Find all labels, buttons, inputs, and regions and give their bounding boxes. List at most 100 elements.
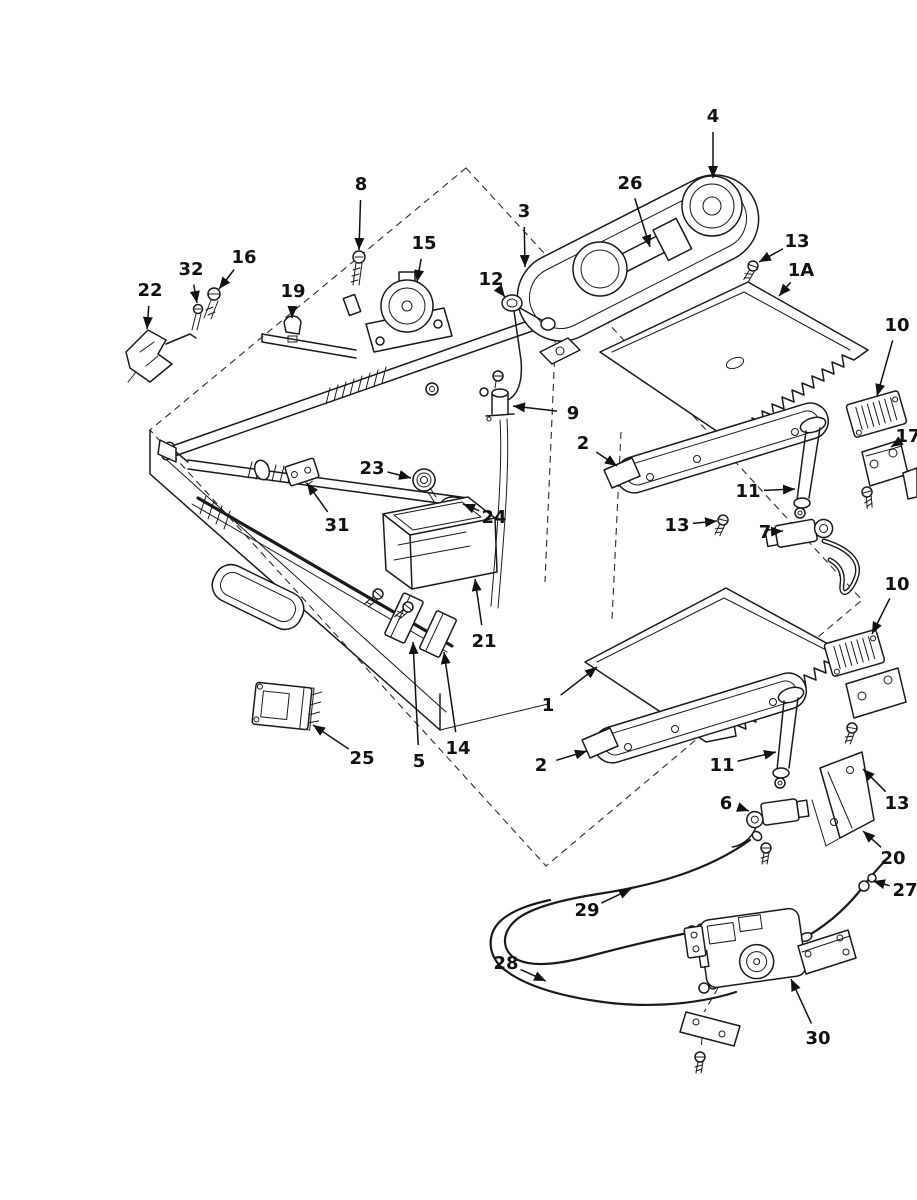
gas-valve-7 bbox=[764, 518, 834, 548]
screw-8 bbox=[350, 250, 366, 286]
callout-arrow-20 bbox=[862, 830, 882, 848]
callout-arrow-32 bbox=[189, 284, 200, 304]
callout-arrow-13 bbox=[692, 517, 718, 528]
callout-label-8: 8 bbox=[355, 174, 368, 195]
callout-label-1: 1 bbox=[542, 695, 555, 716]
callout-label-2: 2 bbox=[577, 433, 590, 454]
callout-arrow-3 bbox=[519, 226, 530, 268]
callout-arrow-26 bbox=[634, 198, 652, 248]
callout-arrow-10 bbox=[875, 340, 894, 397]
callout-arrow-31 bbox=[306, 482, 329, 513]
screw-32 bbox=[191, 303, 204, 331]
callout-arrow-28 bbox=[520, 968, 547, 982]
mounting-bracket-17 bbox=[860, 439, 917, 510]
callout-label-23: 23 bbox=[359, 458, 384, 479]
callout-label-4: 4 bbox=[707, 106, 720, 127]
gas-tubing bbox=[489, 830, 886, 1006]
callout-arrow-1A bbox=[778, 281, 792, 297]
callout-arrow-9 bbox=[512, 402, 558, 413]
callout-label-21: 21 bbox=[471, 631, 496, 652]
callout-arrow-29 bbox=[601, 888, 632, 904]
callout-arrow-2 bbox=[556, 749, 588, 762]
callout-arrow-15 bbox=[414, 258, 425, 283]
callout-label-28: 28 bbox=[493, 953, 518, 974]
callout-label-31: 31 bbox=[324, 515, 349, 536]
callout-label-11: 11 bbox=[735, 481, 760, 502]
callout-label-13: 13 bbox=[884, 793, 909, 814]
venturi-tube-lower-11 bbox=[772, 686, 805, 789]
callout-label-7: 7 bbox=[759, 522, 772, 543]
callout-label-13: 13 bbox=[784, 231, 809, 252]
support-plate-lower bbox=[843, 667, 907, 746]
bracket-22 bbox=[125, 329, 197, 383]
tube-27 bbox=[798, 860, 886, 942]
callout-label-10: 10 bbox=[884, 315, 909, 336]
screw-16 bbox=[203, 287, 221, 320]
callout-label-1A: 1A bbox=[788, 260, 815, 281]
callout-arrow-2 bbox=[595, 451, 618, 467]
callout-label-27: 27 bbox=[892, 880, 917, 901]
pressure-regulator-15 bbox=[342, 271, 453, 353]
callout-label-30: 30 bbox=[805, 1028, 830, 1049]
terminal-bracket-10-lower bbox=[823, 629, 886, 677]
callout-arrow-30 bbox=[790, 978, 813, 1024]
callout-arrow-13 bbox=[862, 768, 887, 793]
callout-label-15: 15 bbox=[411, 233, 436, 254]
callout-arrow-23 bbox=[387, 470, 412, 480]
tube-28 bbox=[489, 898, 738, 1006]
terminal-bracket-10-upper bbox=[845, 390, 908, 438]
callout-arrow-21 bbox=[471, 578, 483, 626]
callout-label-24: 24 bbox=[481, 507, 506, 528]
mounting-bracket-20 bbox=[811, 751, 875, 847]
callout-label-26: 26 bbox=[617, 173, 642, 194]
screw-13-upper bbox=[742, 258, 761, 284]
callout-arrow-1 bbox=[560, 666, 598, 696]
callout-label-29: 29 bbox=[574, 900, 599, 921]
callout-label-10: 10 bbox=[884, 574, 909, 595]
bake-burner-lower bbox=[581, 672, 810, 865]
gas-valve-6 bbox=[731, 798, 810, 848]
burner-inlet-12 bbox=[501, 294, 581, 401]
callout-arrow-14 bbox=[440, 651, 457, 733]
callout-label-11: 11 bbox=[709, 755, 734, 776]
callout-label-12: 12 bbox=[478, 269, 503, 290]
callout-label-17: 17 bbox=[895, 426, 917, 447]
callout-label-9: 9 bbox=[567, 403, 580, 424]
callout-label-22: 22 bbox=[137, 280, 162, 301]
igniter-9 bbox=[425, 370, 515, 609]
bracket-rail-19 bbox=[261, 315, 357, 359]
pressure-regulator-30 bbox=[679, 907, 857, 1074]
mounting-bracket-14 bbox=[419, 610, 457, 658]
callout-arrow-8 bbox=[354, 199, 365, 251]
burner-valve-31 bbox=[253, 457, 320, 491]
callout-layer: 4 8 26 3 15 13 1A 1 6 12 32 22 19 10 9 17 2 11 23 13 7 24 31 10… bbox=[137, 106, 917, 1049]
callout-label-3: 3 bbox=[518, 201, 531, 222]
callout-arrow-11 bbox=[737, 749, 777, 762]
tube-29 bbox=[503, 838, 752, 966]
bake-burner-upper bbox=[603, 402, 860, 595]
callout-label-32: 32 bbox=[178, 259, 203, 280]
callout-arrow-12 bbox=[493, 284, 506, 298]
callout-label-25: 25 bbox=[349, 748, 374, 769]
callout-arrow-11 bbox=[763, 484, 796, 495]
oven-switch-25 bbox=[251, 681, 323, 731]
callout-label-5: 5 bbox=[413, 751, 426, 772]
callout-label-20: 20 bbox=[880, 848, 905, 869]
callout-label-6: 6 bbox=[720, 793, 733, 814]
callout-arrow-6 bbox=[736, 802, 750, 812]
callout-arrow-22 bbox=[142, 305, 153, 330]
callout-arrow-13 bbox=[758, 248, 784, 263]
callout-arrow-17 bbox=[890, 436, 904, 448]
callout-label-19: 19 bbox=[280, 281, 305, 302]
callout-arrow-10 bbox=[871, 597, 891, 635]
callout-label-2: 2 bbox=[535, 755, 548, 776]
callout-arrow-16 bbox=[218, 269, 235, 290]
mounting-bracket-5 bbox=[384, 592, 424, 644]
drip-pan-21 bbox=[382, 496, 498, 590]
venturi-tube-upper-11 bbox=[793, 416, 827, 519]
callout-label-13: 13 bbox=[664, 515, 689, 536]
broil-burner-assembly bbox=[501, 174, 760, 401]
callout-label-14: 14 bbox=[445, 738, 470, 759]
